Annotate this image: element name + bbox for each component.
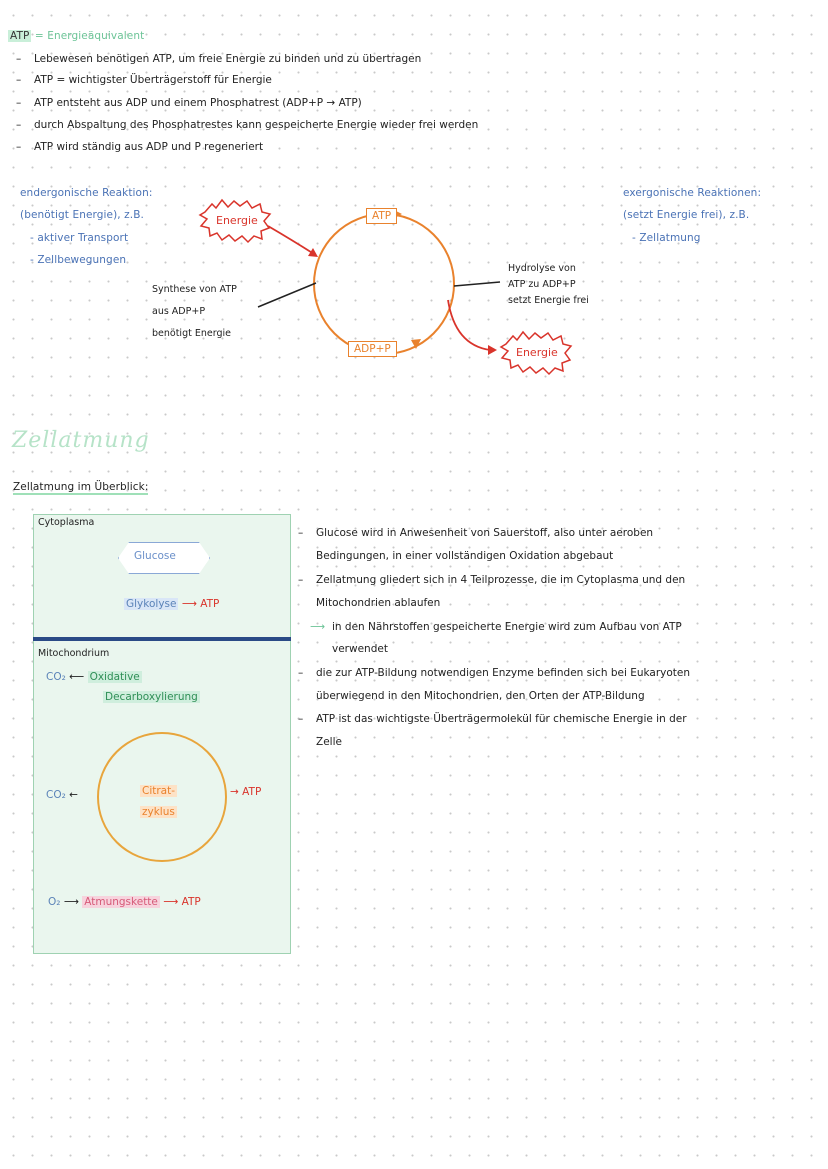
citrate-cycle-diagram <box>97 732 227 862</box>
hydrolyse-line-1: Hydrolyse von <box>508 263 576 274</box>
note-line-7: die zur ATP-Bildung notwendigen Enzyme b… <box>316 667 691 679</box>
glykolyse-atp: ATP <box>200 598 220 610</box>
synthese-line-3: benötigt Energie <box>152 328 231 339</box>
synthese-line-2: aus ADP+P <box>152 306 206 317</box>
hydrolyse-line-3: setzt Energie frei <box>508 295 589 306</box>
arrow-left-glyph: ⟵ <box>69 671 85 683</box>
atp-definition: = Energieäquivalent <box>34 30 145 42</box>
hydrolyse-line-2: ATP zu ADP+P <box>508 279 576 290</box>
oxidative-label: Oxidative <box>87 671 142 683</box>
cytoplasma-mitochondrium-divider <box>33 637 291 641</box>
adp-box: ADP+P <box>348 341 397 357</box>
bullet-dash-3: – <box>16 97 22 109</box>
citrat-text-1: Citrat- <box>140 785 178 797</box>
energy-in-arrow <box>267 225 315 255</box>
energie-in-label: Energie <box>216 214 258 227</box>
atmungskette-label: Atmungskette <box>82 896 160 908</box>
note-line-10: Zelle <box>316 736 342 748</box>
energy-out-arrowhead <box>488 345 497 355</box>
atmungskette-row: O₂ ⟶ Atmungskette ⟶ ATP <box>48 896 201 908</box>
glucose-label: Glucose <box>134 550 176 562</box>
atp-cycle-diagram <box>198 198 573 376</box>
header-bullet-2: ATP = wichtigster Überträgerstoff für En… <box>34 74 272 86</box>
o2-label: O₂ <box>48 896 61 908</box>
note-dash-2: – <box>298 574 304 586</box>
cytoplasma-label: Cytoplasma <box>38 517 95 528</box>
atp-cycle-circle <box>313 213 455 355</box>
header-bullet-5: ATP wird ständig aus ADP und P regenerie… <box>34 141 264 153</box>
arrow-glyph-2: → <box>230 786 239 798</box>
cycle-arrowhead-bottom <box>411 339 421 349</box>
energy-in-arrowhead <box>308 248 318 257</box>
glucose-shape-fill <box>119 543 207 571</box>
hydrolyse-pointer <box>453 281 501 287</box>
co2-a-label: CO₂ <box>46 671 66 683</box>
note-line-1: Glucose wird in Anwesenheit von Sauersto… <box>316 527 654 539</box>
atmungskette-atp: ATP <box>181 896 201 908</box>
endergonic-item-1: - aktiver Transport <box>30 232 129 244</box>
bullet-dash-5: – <box>16 141 22 153</box>
header-bullet-3: ATP entsteht aus ADP und einem Phosphatr… <box>34 97 362 109</box>
arrow-left-glyph-2: ← <box>69 789 78 801</box>
exergonic-item-1: - Zellatmung <box>632 232 701 244</box>
note-dash-3: – <box>298 667 304 679</box>
citrat-atp: ATP <box>242 786 262 798</box>
note-arrow: ⟶ <box>310 621 326 633</box>
note-dash-4: – <box>298 713 304 725</box>
glykolyse-row: Glykolyse ⟶ ATP <box>124 598 219 610</box>
citrat-line-1: Citrat- <box>140 785 178 797</box>
note-line-8: überwiegend in den Mitochondrien, den Or… <box>316 690 645 702</box>
note-line-4: Mitochondrien ablaufen <box>316 597 441 609</box>
note-dash-1: – <box>298 527 304 539</box>
note-line-3: Zellatmung gliedert sich in 4 Teilprozes… <box>316 574 686 586</box>
note-line-2: Bedingungen, in einer vollständigen Oxid… <box>316 550 614 562</box>
citrate-cycle-circle <box>97 732 227 862</box>
energie-out-label: Energie <box>516 346 558 359</box>
exergonic-title: exergonische Reaktionen: <box>623 187 762 199</box>
note-line-6: verwendet <box>332 643 388 655</box>
arrow-glyph-3: ⟶ <box>63 896 79 908</box>
energie-in-burst <box>198 198 272 244</box>
note-line-9: ATP ist das wichtigste Überträgermolekül… <box>316 713 687 725</box>
co2-b-row: CO₂ ← <box>46 789 78 801</box>
decarboxylierung-text: Decarboxylierung <box>103 691 200 703</box>
section-subtitle-text: Zellatmung im Überblick: <box>13 481 149 495</box>
endergonic-item-2: - Zellbewegungen <box>30 254 127 266</box>
endergonic-title: endergonische Reaktion: <box>20 187 153 199</box>
atp-heading: ATP = Energieäquivalent <box>8 30 144 42</box>
arrow-glyph-4: ⟶ <box>163 896 179 908</box>
mitochondrium-label: Mitochondrium <box>38 648 110 659</box>
header-bullet-4: durch Abspaltung des Phosphatrestes kann… <box>34 119 479 131</box>
header-bullet-1: Lebewesen benötigen ATP, um freie Energi… <box>34 53 422 65</box>
citrat-line-2: zyklus <box>140 806 177 818</box>
bullet-dash-1: – <box>16 53 22 65</box>
citrat-text-2: zyklus <box>140 806 177 818</box>
section-subtitle: Zellatmung im Überblick: <box>13 481 149 495</box>
citrat-atp-row: → ATP <box>230 786 261 798</box>
co2-b-label: CO₂ <box>46 789 66 801</box>
section-title: Zellatmung <box>12 428 150 453</box>
energie-out-burst <box>499 330 573 376</box>
atp-term: ATP <box>8 30 32 42</box>
decarboxylierung-label: Decarboxylierung <box>103 691 200 703</box>
energy-out-arrow <box>447 299 491 351</box>
oxidative-row: CO₂ ⟵ Oxidative <box>46 671 142 683</box>
bullet-dash-2: – <box>16 74 22 86</box>
bullet-dash-4: – <box>16 119 22 131</box>
note-line-5: in den Nährstoffen gespeicherte Energie … <box>332 621 682 633</box>
synthese-pointer <box>257 282 317 308</box>
synthese-line-1: Synthese von ATP <box>152 284 237 295</box>
arrow-glyph: ⟶ <box>181 598 197 610</box>
glykolyse-label: Glykolyse <box>124 598 179 610</box>
atp-box: ATP <box>366 208 398 224</box>
exergonic-line2: (setzt Energie frei), z.B. <box>623 209 750 221</box>
endergonic-line2: (benötigt Energie), z.B. <box>20 209 144 221</box>
